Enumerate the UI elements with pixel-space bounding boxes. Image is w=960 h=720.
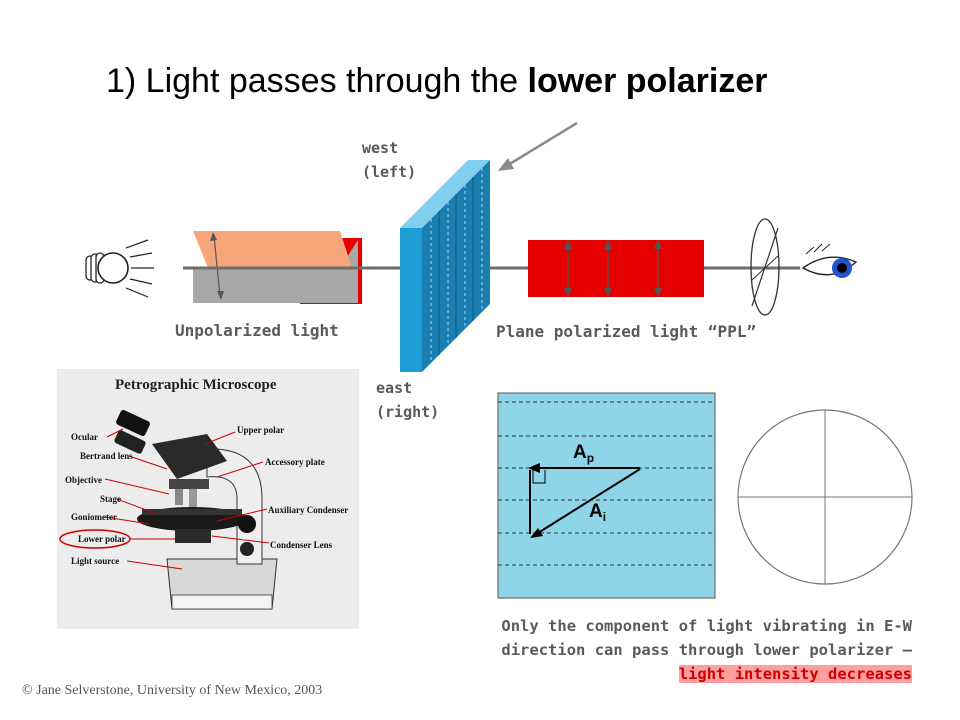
note-line2: direction can pass through lower polariz… [501,641,912,659]
microscope-title: Petrographic Microscope [115,377,277,393]
label-condenser-lens: Condenser Lens [270,540,333,550]
label-ap: Ap [573,442,594,465]
label-upper-polar: Upper polar [237,425,285,435]
label-objective: Objective [65,475,102,485]
lower-polarizer [400,160,490,372]
west-line1: west [362,139,399,157]
unpolarized-light-label: Unpolarized light [175,321,339,340]
west-line2: (left) [362,163,417,181]
east-line1: east [376,379,413,397]
east-label: east (right) [376,376,439,424]
ppl-bundle [528,240,704,297]
ppl-label: Plane polarized light “PPL” [496,322,757,341]
explanation-note: Only the component of light vibrating in… [420,614,912,686]
bulb-icon [85,239,154,298]
label-aux-condenser: Auxiliary Condenser [268,505,349,515]
crosshair-circle [737,409,913,585]
eye-icon [801,243,858,278]
pointer-arrow [498,121,578,171]
title-bold: lower polarizer [527,62,768,100]
west-label: west (left) [362,136,416,184]
label-bertrand: Bertrand lens [80,451,133,461]
east-line2: (right) [376,403,440,421]
note-highlight: light intensity decreases [678,665,912,683]
label-ocular: Ocular [71,432,98,442]
slide-title: 1) Light passes through the lower polari… [106,62,767,101]
microscope-drawing [59,409,278,610]
label-goniometer: Goniometer [71,512,117,522]
label-light-source: Light source [71,556,120,566]
vector-diagram: Ap Ai [497,392,716,599]
label-ai: Ai [589,501,606,524]
label-accessory: Accessory plate [265,457,325,467]
lens-icon [750,218,780,316]
label-stage: Stage [100,494,121,504]
title-prefix: 1) Light passes through the [106,62,528,100]
note-line1: Only the component of light vibrating in… [501,617,912,635]
label-lower-polar: Lower polar [78,534,126,544]
copyright: © Jane Selverstone, University of New Me… [22,683,323,698]
